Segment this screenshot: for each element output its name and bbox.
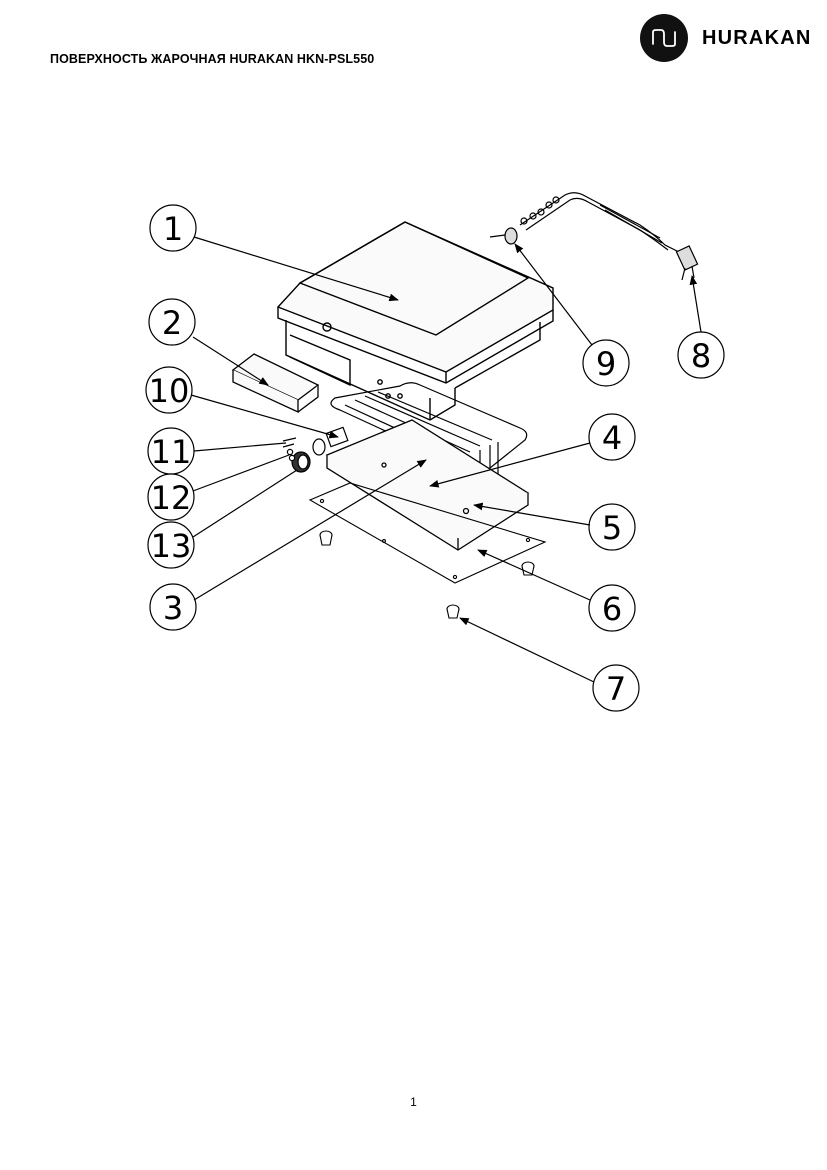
callout-11: 11 — [147, 427, 195, 475]
svg-text:7: 7 — [606, 670, 626, 708]
callout-6: 6 — [588, 584, 636, 632]
svg-text:1: 1 — [163, 210, 183, 248]
svg-text:11: 11 — [151, 433, 192, 471]
griddle-body-drawing — [276, 221, 554, 421]
callout-5: 5 — [588, 503, 636, 551]
callout-7: 7 — [592, 664, 640, 712]
brand-name: HURAKAN — [702, 27, 812, 49]
callout-10: 10 — [145, 366, 193, 414]
svg-text:6: 6 — [602, 590, 622, 628]
callout-4: 4 — [588, 413, 636, 461]
callout-3: 3 — [149, 583, 197, 631]
svg-text:2: 2 — [162, 304, 182, 342]
brand-header: HURAKAN — [640, 14, 815, 62]
svg-text:12: 12 — [151, 479, 192, 517]
callout-9: 9 — [582, 339, 630, 387]
document-title: ПОВЕРХНОСТЬ ЖАРОЧНАЯ HURAKAN HKN-PSL550 — [50, 52, 375, 66]
callout-1: 1 — [149, 204, 197, 252]
callout-8: 8 — [677, 331, 725, 379]
svg-text:3: 3 — [163, 589, 183, 627]
svg-text:13: 13 — [151, 527, 192, 565]
page-number: 1 — [410, 1095, 417, 1109]
svg-text:8: 8 — [691, 337, 711, 375]
power-cord-drawing — [489, 192, 699, 281]
infinity-logo-icon — [640, 14, 688, 62]
callout-13: 13 — [147, 521, 195, 569]
svg-text:4: 4 — [602, 419, 622, 457]
callout-2: 2 — [148, 298, 196, 346]
svg-text:9: 9 — [596, 345, 616, 383]
feet-drawing — [319, 530, 535, 619]
svg-text:5: 5 — [602, 509, 622, 547]
drip-tray-drawing — [231, 353, 320, 414]
bottom-plate-drawing — [308, 482, 547, 584]
svg-text:10: 10 — [149, 372, 190, 410]
callout-12: 12 — [147, 473, 195, 521]
